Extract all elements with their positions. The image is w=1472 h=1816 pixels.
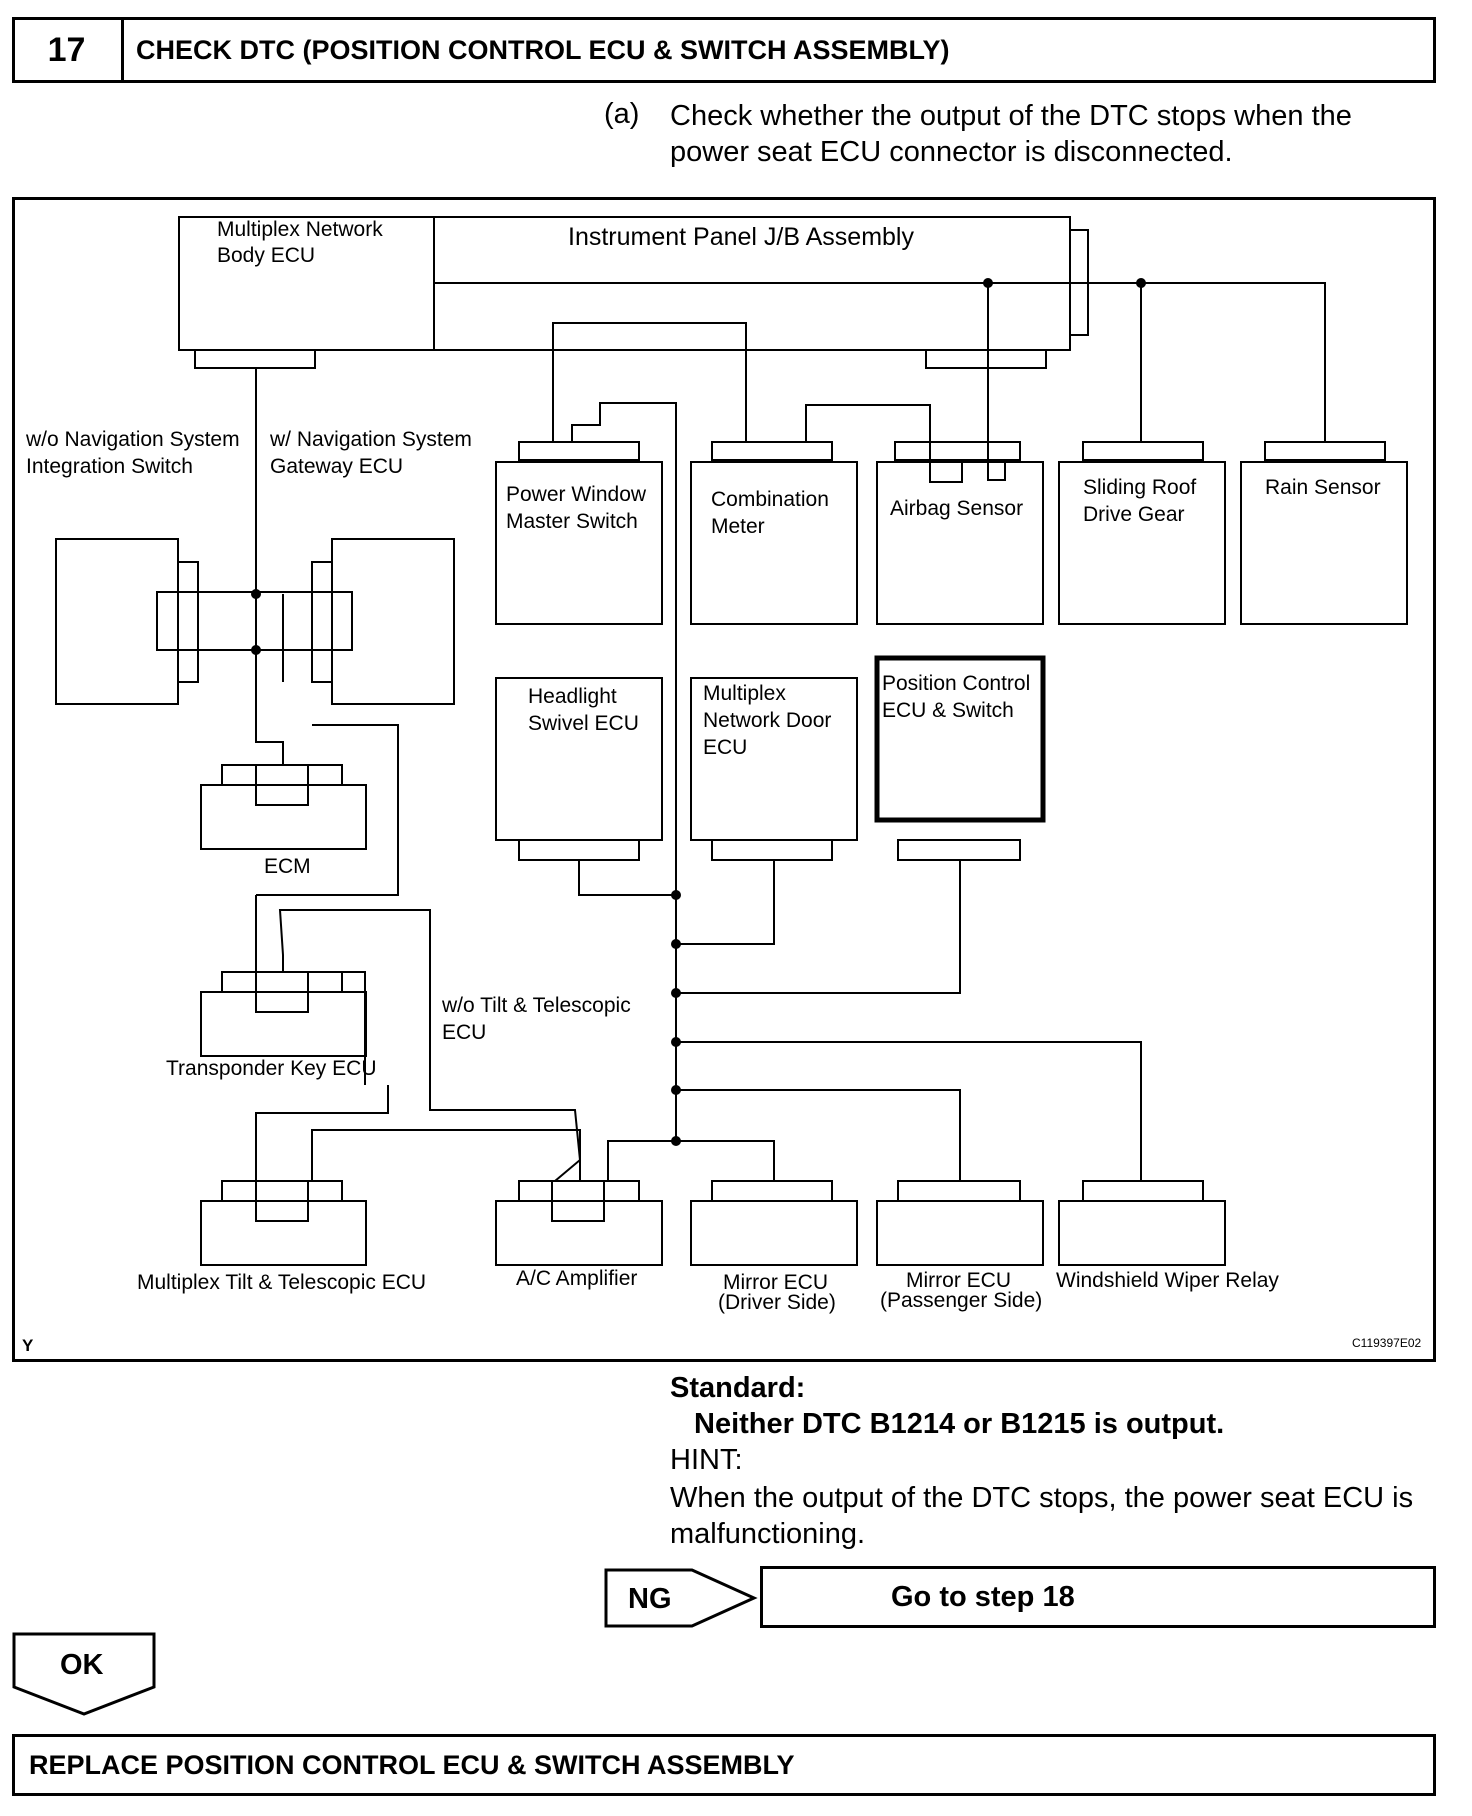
step-title: CHECK DTC (POSITION CONTROL ECU & SWITCH… [136,34,950,65]
mirror-passenger-label-2: (Passenger Side) [880,1289,1042,1312]
ac-amplifier-box [495,1200,663,1266]
rain-sensor-box [1240,461,1408,625]
ecm-box [200,784,367,850]
wo-tilt-label-2: ECU [442,1021,486,1044]
sliding-roof-label-2: Drive Gear [1083,503,1185,526]
door-ecu-label-2: Network Door [703,709,831,732]
sliding-roof-box [1058,461,1226,625]
body-ecu-label-1: Multiplex Network [217,218,383,241]
hint-label: HINT: [670,1444,743,1476]
sliding-roof-label-1: Sliding Roof [1083,476,1196,499]
combination-meter-box [690,461,858,625]
gateway-ecu-box [331,538,455,705]
position-control-label-1: Position Control [882,672,1030,695]
standard-label: Standard: [670,1372,806,1404]
mirror-driver-box [690,1200,858,1266]
ecm-label: ECM [264,855,311,878]
wiper-relay-box [1058,1200,1226,1266]
ng-label: NG [628,1583,672,1615]
wo-nav-label-2: Integration Switch [26,455,193,478]
wiper-relay-label: Windshield Wiper Relay [1056,1269,1279,1292]
door-ecu-label-3: ECU [703,736,747,759]
mirror-driver-label-1: Mirror ECU [723,1271,828,1294]
wiring-diagram [12,197,1436,1362]
wo-nav-label-1: w/o Navigation System [25,428,240,451]
headlight-label-2: Swivel ECU [528,712,639,735]
combination-label-2: Meter [711,515,765,538]
mirror-passenger-box [876,1200,1044,1266]
airbag-sensor-box [876,461,1044,625]
figure-code: C119397E02 [1352,1336,1421,1350]
w-nav-label-1: w/ Navigation System [269,428,472,451]
transponder-box [200,991,367,1057]
mirror-driver-label-2: (Driver Side) [718,1291,836,1314]
ac-amplifier-label: A/C Amplifier [516,1267,637,1290]
tilt-ecu-label: Multiplex Tilt & Telescopic ECU [137,1271,426,1294]
goto-step-18[interactable]: Go to step 18 [760,1566,1436,1628]
power-window-label-1: Power Window [506,483,647,506]
step-header-box [12,17,1436,83]
replace-assembly-box: REPLACE POSITION CONTROL ECU & SWITCH AS… [12,1734,1436,1796]
hint-text: When the output of the DTC stops, the po… [670,1482,1414,1550]
position-control-box [874,655,1046,823]
corner-letter: Y [22,1336,34,1355]
wo-tilt-label-1: w/o Tilt & Telescopic [441,994,631,1017]
w-nav-label-2: Gateway ECU [270,455,403,478]
airbag-label: Airbag Sensor [890,497,1023,520]
power-window-box [495,461,663,625]
jb-assembly-label: Instrument Panel J/B Assembly [568,223,914,251]
tilt-ecu-box [200,1200,367,1266]
rain-sensor-label: Rain Sensor [1265,476,1381,499]
headlight-label-1: Headlight [528,685,617,708]
instruction-label: (a) [604,98,640,130]
jb-bottom-connector [925,349,1047,369]
instruction-text: Check whether the output of the DTC stop… [670,100,1352,168]
body-ecu-label-2: Body ECU [217,244,315,267]
mirror-passenger-label-1: Mirror ECU [906,1269,1011,1292]
power-window-label-2: Master Switch [506,510,638,533]
door-ecu-label-1: Multiplex [703,682,786,705]
combination-label-1: Combination [711,488,829,511]
body-ecu-connector [194,349,316,369]
ng-arrow[interactable]: NG [604,1568,760,1628]
ok-label: OK [60,1649,104,1681]
step-number: 17 [12,17,124,83]
standard-value: Neither DTC B1214 or B1215 is output. [694,1408,1225,1440]
ok-arrow[interactable]: OK [12,1632,158,1716]
integration-switch-box [55,538,179,705]
transponder-label: Transponder Key ECU [166,1057,376,1080]
position-control-label-2: ECU & Switch [882,699,1014,722]
